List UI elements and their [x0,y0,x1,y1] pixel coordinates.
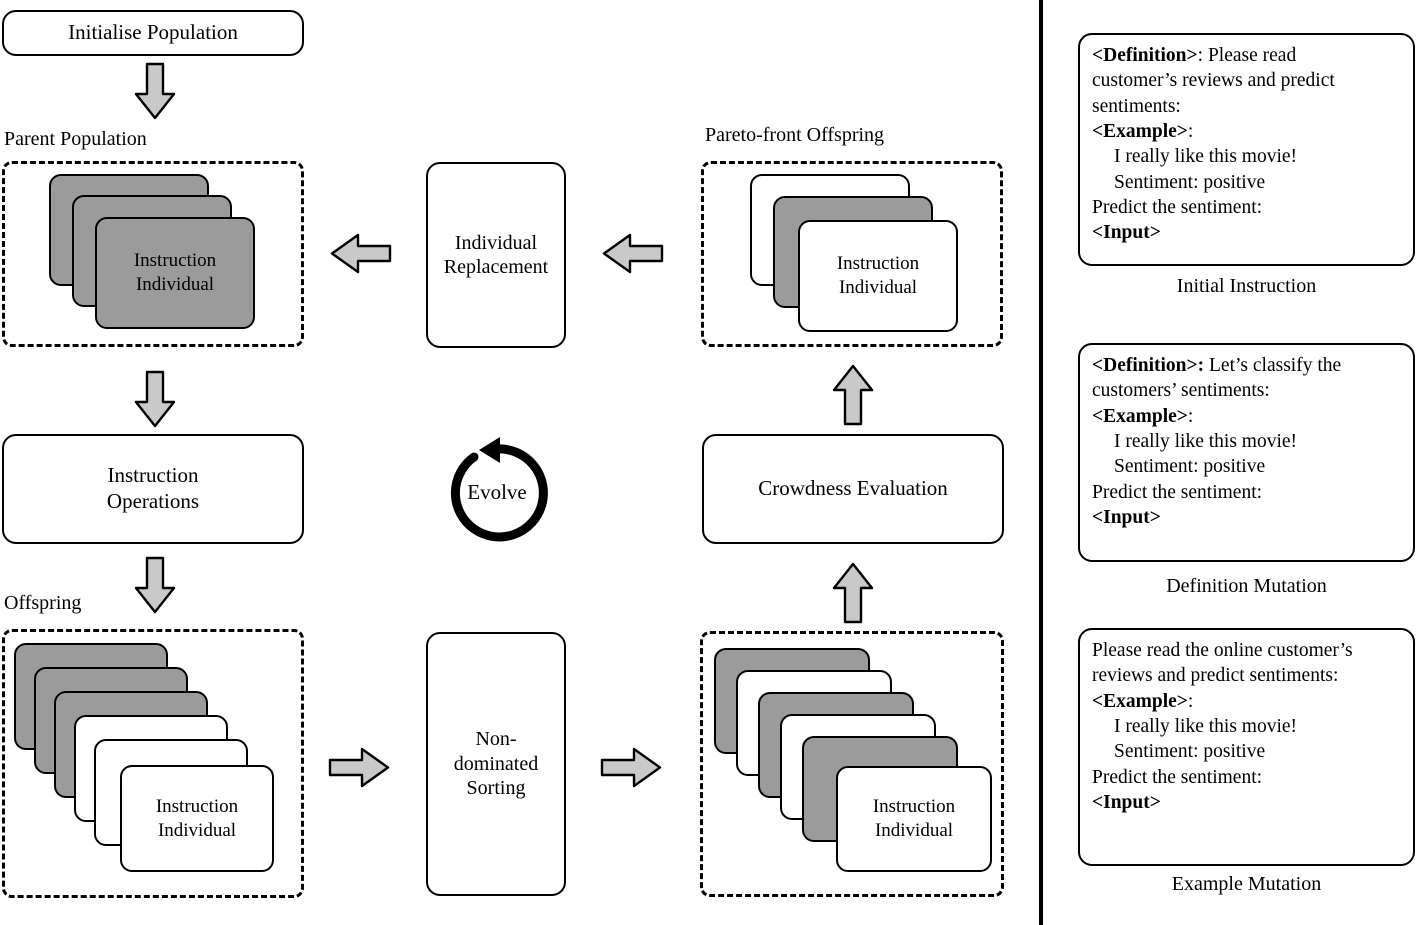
prompt-line: reviews and predict sentiments: [1092,665,1339,687]
prompt-line: <Definition>: Please read [1092,45,1297,66]
group-offspring [2,629,304,898]
arrow-down-to-instruction-operations [134,370,176,428]
arrow-down-to-parent-population [134,62,176,120]
evolve-label: Evolve [467,480,527,504]
box-initialise-population[interactable]: Initialise Population [2,10,304,56]
card-label: Instruction Individual [133,250,217,295]
prompt-tag: <Definition> [1092,45,1198,66]
label-parent-population: Parent Population [4,128,147,150]
card-label: Instruction Individual [872,796,956,841]
prompt-line: <Input> [1092,220,1401,245]
arrow-up-to-pareto-front-offspring [832,364,874,426]
prompt-line: <Example>: [1092,690,1194,712]
prompt-line: <Example>: [1092,121,1194,143]
box-non-dominated-sorting-label: Non- dominated Sorting [453,728,539,800]
prompt-line: Sentiment: positive [1114,171,1266,193]
group-sorted-offspring [700,631,1004,897]
prompt-line: <Definition>: Let’s classify the [1092,355,1342,376]
prompt-line: <Example>: [1092,405,1194,427]
prompt-line: Sentiment: positive [1114,741,1266,763]
prompt-line: Sentiment: positive [1114,456,1266,478]
prompt-line: customer’s reviews and predict [1092,70,1335,92]
arrow-down-to-offspring [134,556,176,614]
card-instruction-individual[interactable]: Instruction Individual [798,220,958,332]
prompt-line: Predict the sentiment: [1092,197,1263,219]
prompt-caption-3: Example Mutation [1171,873,1322,895]
group-pareto-front-offspring [701,161,1003,347]
prompt-tag: <Input> [1092,222,1161,244]
box-instruction-operations[interactable]: Instruction Operations [2,434,304,544]
prompt-caption-1: Initial Instruction [1176,275,1317,297]
prompt-line: Please read the online customer’s [1092,640,1353,661]
prompt-tag: <Input> [1092,507,1161,529]
card-label: Instruction Individual [155,795,239,841]
label-offspring: Offspring [4,592,82,614]
prompt-line: sentiments: [1092,95,1181,117]
prompt-box-3[interactable]: Please read the online customer’s reviews… [1078,628,1415,866]
evolve-cycle-icon [450,437,548,542]
box-individual-replacement-label: Individual Replacement [443,231,549,278]
prompt-tag: <Input> [1092,792,1161,814]
box-instruction-operations-label: Instruction Operations [106,463,200,513]
box-non-dominated-sorting[interactable]: Non- dominated Sorting [426,632,566,896]
prompt-line: I really like this movie! [1114,146,1298,168]
box-crowdness-evaluation-label: Crowdness Evaluation [758,476,948,501]
arrow-up-to-crowdness-evaluation [832,562,874,624]
arrow-right-to-sorted-offspring [600,747,662,788]
card-instruction-individual[interactable]: Instruction Individual [120,765,274,872]
prompt-line: customers’ sentiments: [1092,380,1270,402]
prompt-tag: <Example> [1092,690,1188,712]
card-label: Instruction Individual [836,253,920,298]
prompt-line: Predict the sentiment: [1092,766,1263,788]
box-crowdness-evaluation[interactable]: Crowdness Evaluation [702,434,1004,544]
arrow-left-to-parent-population [330,233,392,274]
box-initialise-population-label: Initialise Population [68,20,238,45]
prompt-box-2[interactable]: <Definition>: Let’s classify the customer… [1078,343,1415,562]
prompt-caption-2: Definition Mutation [1166,575,1327,597]
prompt-line: <Input> [1092,505,1401,530]
prompt-tag: <Example> [1092,405,1188,427]
prompt-tag: <Definition>: [1092,355,1205,376]
group-parent-population [2,161,304,347]
prompt-box-1[interactable]: <Definition>: Please read customer’s revi… [1078,33,1415,266]
label-pareto-front-offspring: Pareto-front Offspring [705,124,885,146]
card-instruction-individual[interactable]: Instruction Individual [836,766,992,872]
box-individual-replacement[interactable]: Individual Replacement [426,162,566,348]
prompt-line: <Input> [1092,790,1401,815]
prompt-line: I really like this movie! [1114,431,1298,453]
prompt-tag: <Example> [1092,121,1188,143]
card-instruction-individual[interactable]: Instruction Individual [95,217,255,329]
prompt-line: I really like this movie! [1114,716,1298,738]
arrow-right-to-non-dominated-sorting [328,747,390,788]
prompt-line: Predict the sentiment: [1092,481,1263,503]
arrow-left-to-individual-replacement [602,233,664,274]
panel-divider [1039,0,1043,925]
